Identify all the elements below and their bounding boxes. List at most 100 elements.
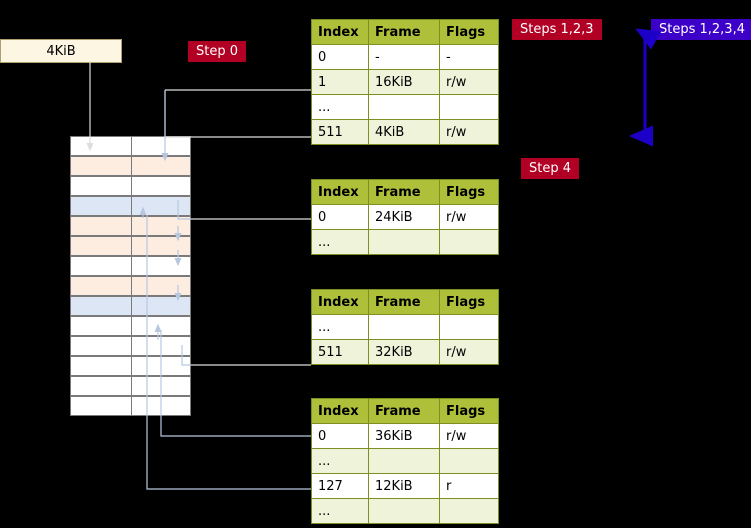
memory-row-divider — [131, 217, 132, 235]
column-header-frame: Frame — [368, 19, 440, 45]
table-cell — [368, 448, 440, 474]
table-cell: ... — [311, 229, 369, 255]
column-header-index: Index — [311, 289, 369, 315]
table-cell: 0 — [311, 44, 369, 70]
memory-row-divider — [131, 297, 132, 315]
memory-frame-row — [70, 296, 191, 316]
table-cell: 16KiB — [368, 69, 440, 95]
memory-row-divider — [131, 177, 132, 195]
table-cell — [439, 94, 499, 120]
memory-frame-row — [70, 316, 191, 336]
memory-frame-row — [70, 396, 191, 416]
column-header-index: Index — [311, 19, 369, 45]
table-cell: 36KiB — [368, 423, 440, 449]
column-header-flags: Flags — [439, 179, 499, 205]
step-0-badge: Step 0 — [188, 41, 247, 62]
table-cell — [368, 498, 440, 524]
table-cell: r/w — [439, 204, 499, 230]
column-header-flags: Flags — [439, 398, 499, 424]
table-row: ... — [311, 498, 499, 524]
table-cell: r/w — [439, 423, 499, 449]
table-cell: 32KiB — [368, 339, 440, 365]
table-cell: r/w — [439, 69, 499, 95]
table-cell — [368, 314, 440, 340]
table-cell: 0 — [311, 423, 369, 449]
memory-row-divider — [131, 337, 132, 355]
memory-frame-row — [70, 336, 191, 356]
memory-row-divider — [131, 277, 132, 295]
memory-frame-row — [70, 376, 191, 396]
memory-frame-row — [70, 196, 191, 216]
table-cell: ... — [311, 448, 369, 474]
table-cell: ... — [311, 94, 369, 120]
memory-row-divider — [131, 157, 132, 175]
column-header-index: Index — [311, 398, 369, 424]
table-cell: 0 — [311, 204, 369, 230]
step-4-badge: Step 4 — [521, 158, 580, 179]
table-cell: 1 — [311, 69, 369, 95]
table-cell: r/w — [439, 339, 499, 365]
column-header-flags: Flags — [439, 19, 499, 45]
table-cell — [439, 448, 499, 474]
table-cell: 511 — [311, 119, 369, 145]
memory-frame-row — [70, 236, 191, 256]
table-cell: r/w — [439, 119, 499, 145]
memory-frame-row — [70, 176, 191, 196]
memory-row-divider — [131, 357, 132, 375]
table-row: ... — [311, 94, 499, 120]
memory-frame-row — [70, 256, 191, 276]
table-cell — [439, 229, 499, 255]
memory-row-divider — [131, 257, 132, 275]
table-cell: 511 — [311, 339, 369, 365]
memory-row-divider — [131, 237, 132, 255]
steps-123-badge: Steps 1,2,3 — [512, 19, 602, 40]
memory-row-divider — [131, 397, 132, 415]
table-cell: 127 — [311, 473, 369, 499]
table-row: ... — [311, 448, 499, 474]
memory-frame-row — [70, 356, 191, 376]
table-cell: - — [368, 44, 440, 70]
table-cell: - — [439, 44, 499, 70]
column-header-frame: Frame — [368, 179, 440, 205]
column-header-frame: Frame — [368, 289, 440, 315]
table-cell — [368, 94, 440, 120]
table-cell: 24KiB — [368, 204, 440, 230]
memory-frame-row — [70, 276, 191, 296]
memory-row-divider — [131, 317, 132, 335]
memory-frame-row — [70, 156, 191, 176]
table-cell: r — [439, 473, 499, 499]
memory-frame-row — [70, 136, 191, 156]
table-row: 0-- — [311, 44, 499, 70]
memory-row-divider — [131, 377, 132, 395]
table-cell — [439, 498, 499, 524]
column-header-index: Index — [311, 179, 369, 205]
page-size-label: 4KiB — [0, 39, 122, 63]
memory-column — [70, 136, 191, 416]
table-cell: ... — [311, 498, 369, 524]
table-row: ... — [311, 229, 499, 255]
column-header-flags: Flags — [439, 289, 499, 315]
table-cell — [439, 314, 499, 340]
table-cell: 4KiB — [368, 119, 440, 145]
column-header-frame: Frame — [368, 398, 440, 424]
memory-frame-row — [70, 216, 191, 236]
table-cell: 12KiB — [368, 473, 440, 499]
steps-1234-badge: Steps 1,2,3,4 — [651, 19, 751, 40]
table-cell: ... — [311, 314, 369, 340]
table-cell — [368, 229, 440, 255]
memory-row-divider — [131, 137, 132, 155]
